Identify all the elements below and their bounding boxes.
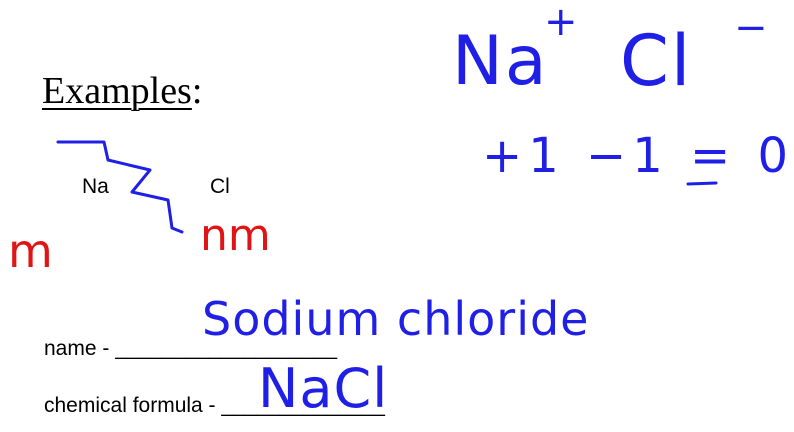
handwritten-charge-sum: +1 −1 = 0 <box>482 128 794 184</box>
handwritten-formula-answer: NaCl <box>258 357 389 420</box>
name-blank[interactable]: ___________________ <box>115 337 338 360</box>
handwritten-ion-na-charge: + <box>544 0 578 45</box>
title-colon: : <box>191 70 203 112</box>
handwritten-ion-cl: Cl <box>620 20 693 102</box>
title-text: Examples <box>42 70 192 112</box>
name-label: name - ___________________ <box>44 337 338 360</box>
handwritten-ion-cl-charge: − <box>734 5 768 51</box>
page-title: Examples: <box>42 72 202 110</box>
handwritten-ion-na: Na <box>452 22 549 101</box>
handwritten-name-answer: Sodium chloride <box>202 292 590 346</box>
metal-nonmetal-staircase <box>56 140 184 234</box>
handwritten-nonmetal-mark: nm <box>200 210 271 261</box>
formula-label: chemical formula - ______________ <box>44 394 385 417</box>
formula-blank[interactable]: ______________ <box>221 394 385 417</box>
handwritten-metal-mark: m <box>8 224 53 278</box>
element-na-label: Na <box>82 175 109 198</box>
element-cl-label: Cl <box>210 175 230 198</box>
